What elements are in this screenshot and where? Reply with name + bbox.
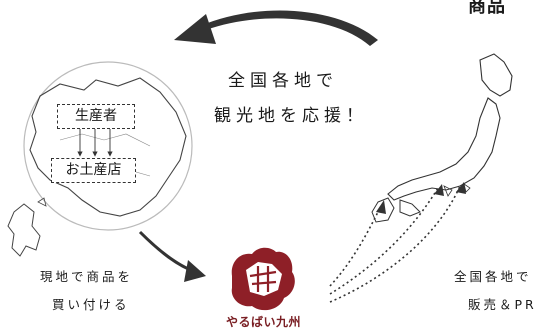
center-message-line1: 全国各地で (228, 71, 338, 91)
left-caption-line1: 現地で商品を (40, 269, 134, 284)
brand-logo-mark (231, 247, 295, 311)
brand-name: やるばい九州 (226, 315, 302, 328)
kyushu-mini-map (7, 197, 47, 257)
distribution-arrows (329, 182, 466, 303)
kyushu-zoom-circle (23, 61, 193, 231)
right-caption-line2: 販売＆PR (468, 297, 537, 312)
buy-arrow (138, 230, 206, 282)
souvenir-shop-box: お土産店 (51, 158, 136, 183)
right-caption-line1: 全国各地で (454, 269, 532, 284)
center-message-line2: 観光地を応援！ (214, 106, 368, 126)
left-caption-line2: 買い付ける (52, 297, 130, 312)
header-label: 商品 (468, 0, 506, 17)
top-return-arrow (174, 10, 378, 46)
producer-to-shop-arrows (77, 128, 113, 157)
producer-box: 生産者 (57, 104, 135, 129)
japan-map (371, 53, 513, 223)
